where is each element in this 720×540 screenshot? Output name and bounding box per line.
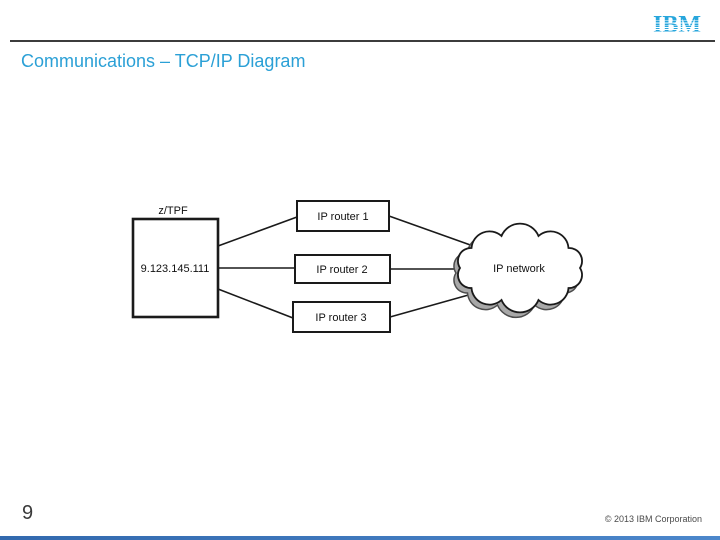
router1-label: IP router 1 xyxy=(317,211,368,223)
bottom-accent-bar xyxy=(0,536,720,540)
connector-router1-cloud xyxy=(388,215,477,248)
router2-label: IP router 2 xyxy=(316,264,367,276)
page-number: 9 xyxy=(22,502,34,524)
router3-box xyxy=(292,301,391,333)
connector-host-router3 xyxy=(217,288,294,319)
host-label: z/TPF xyxy=(158,205,188,217)
connector-host-router1 xyxy=(217,216,298,247)
copyright-notice: © 2013 IBM Corporation xyxy=(604,514,702,524)
cloud-shape xyxy=(457,222,583,314)
slide-title: Communications – TCP/IP Diagram xyxy=(21,51,306,71)
tcpip-network-diagram: z/TPF 9.123.145.111 IP router 1 IP route… xyxy=(131,200,583,333)
header-divider xyxy=(10,40,715,42)
host-box xyxy=(131,217,220,319)
host-ip-address: 9.123.145.111 xyxy=(141,263,210,275)
router2-box xyxy=(294,254,391,284)
ibm-logo-stripes-icon xyxy=(651,19,701,36)
router1-box xyxy=(296,200,390,232)
router3-label: IP router 3 xyxy=(315,312,366,324)
ibm-logo: IBM xyxy=(651,12,701,38)
connector-router3-cloud xyxy=(389,293,473,318)
cloud-label: IP network xyxy=(493,263,545,275)
